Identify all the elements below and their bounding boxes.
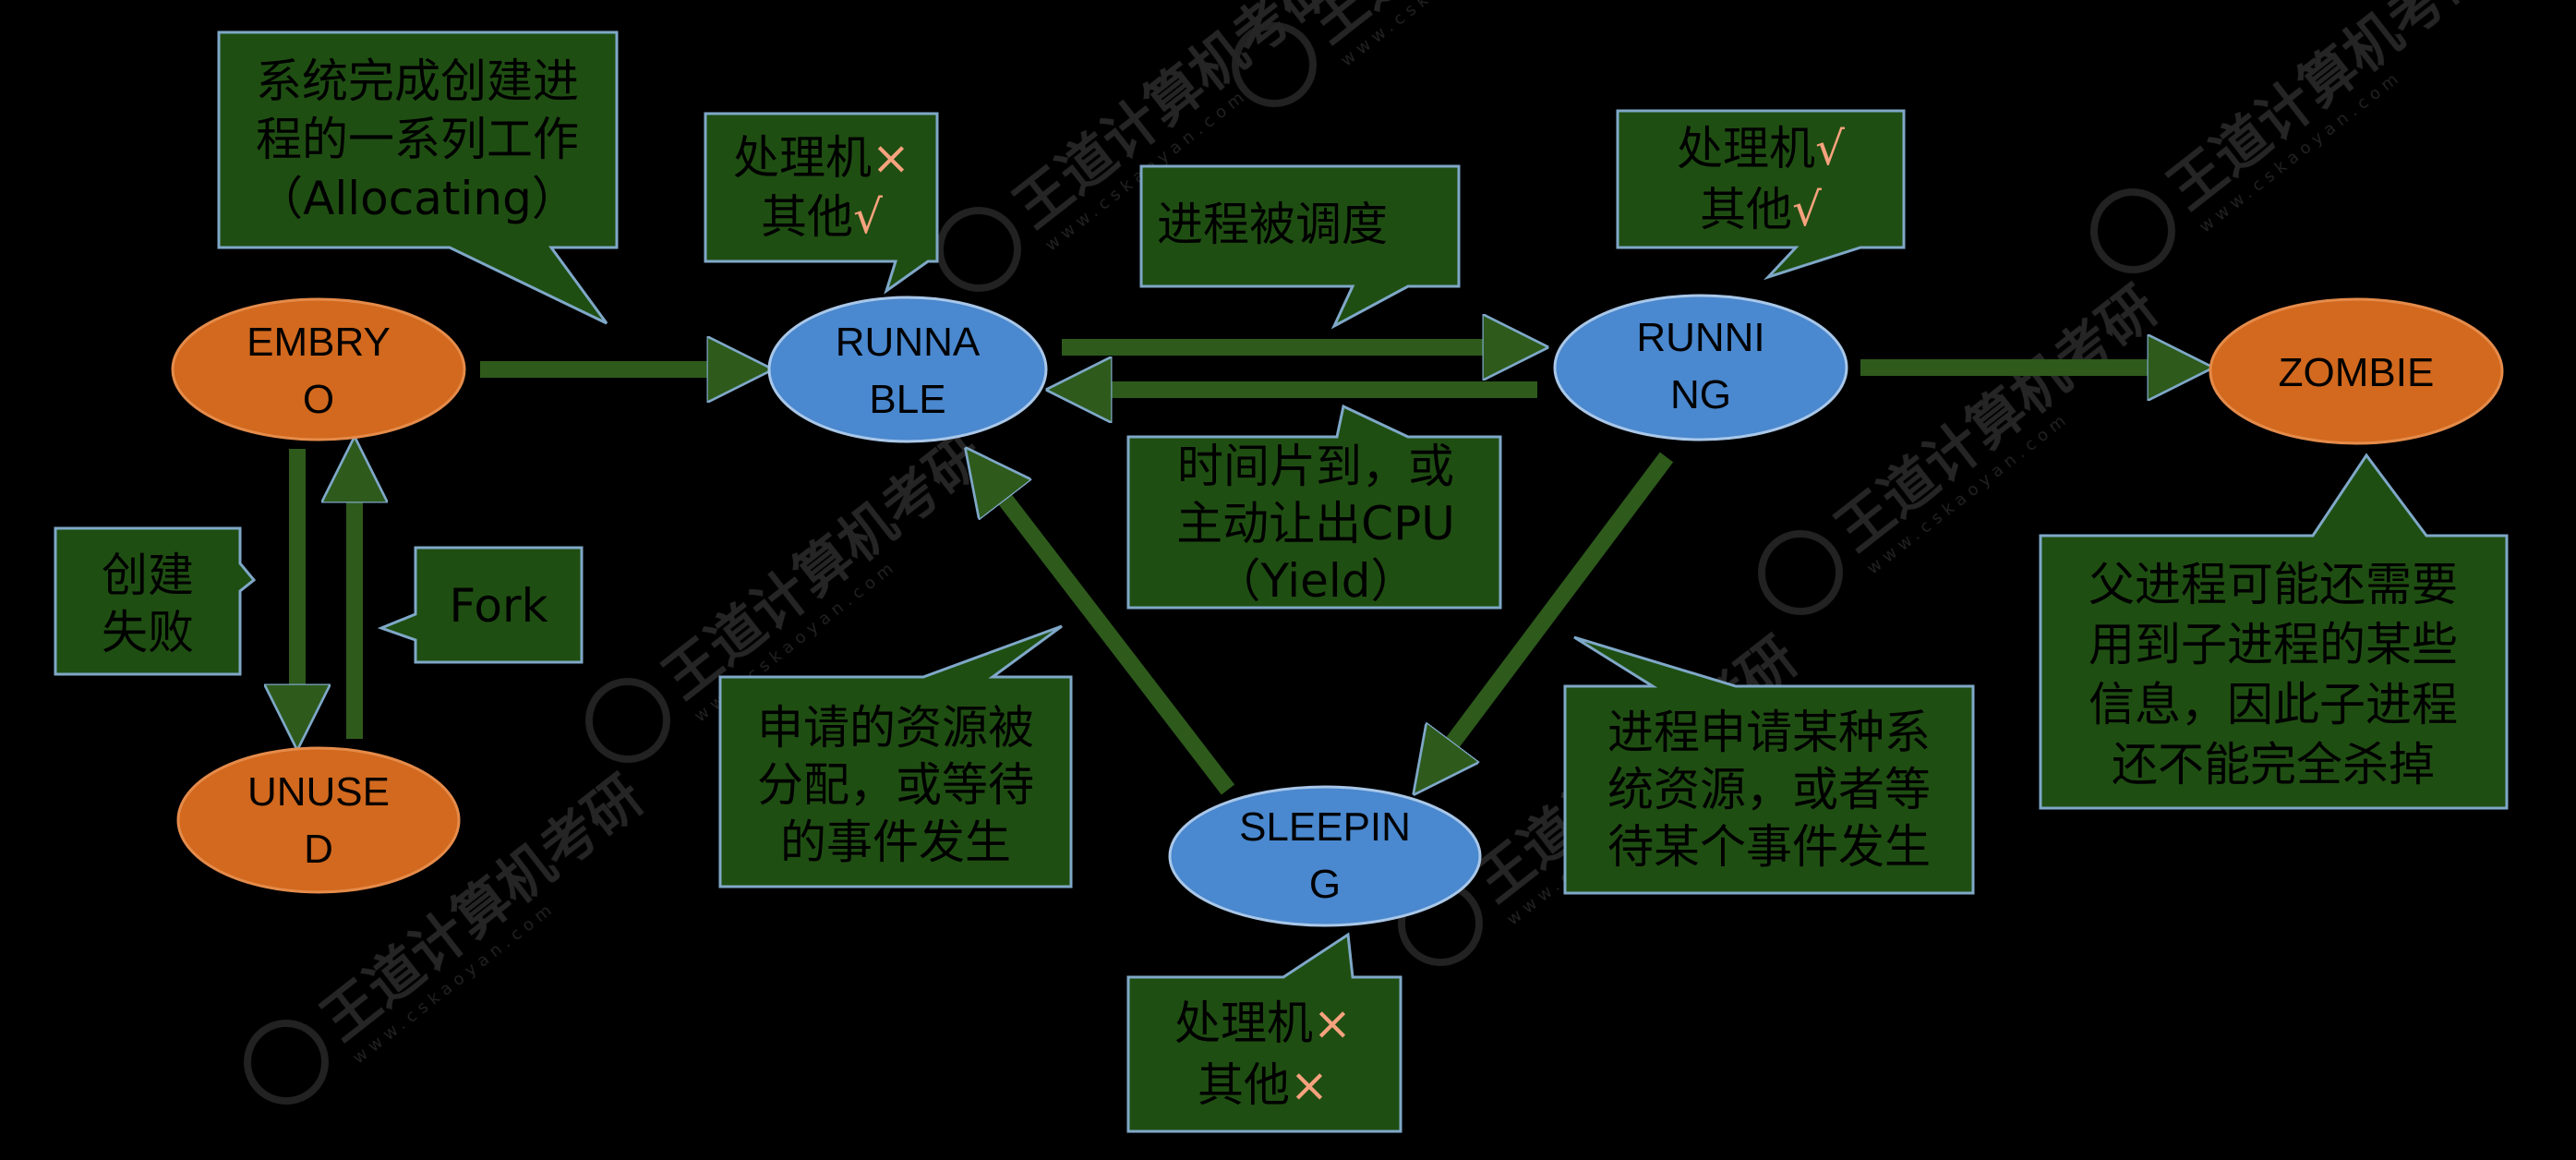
svg-text:的事件发生: 的事件发生 [780,816,1011,869]
svg-text:其他×: 其他× [1198,1058,1329,1112]
svg-text:处理机×: 处理机× [1174,997,1352,1050]
svg-text:SLEEPIN: SLEEPIN [1239,804,1411,850]
transition-arrows [297,347,2184,790]
callout-request-resource: 进程申请某种系 统资源，或者等 待某个事件发生 [1563,635,1975,895]
state-embryo: EMBRY O [171,297,466,441]
svg-text:O: O [303,377,334,422]
svg-text:信息，因此子进程: 信息，因此子进程 [2088,678,2458,731]
arrow-running-to-sleeping [1431,452,1674,771]
svg-text:用到子进程的某些: 用到子进程的某些 [2088,618,2458,671]
svg-text:其他√: 其他√ [1700,183,1822,236]
svg-text:创建: 创建 [102,549,194,602]
svg-text:进程被调度: 进程被调度 [1157,198,1388,251]
svg-text:处理机×: 处理机× [733,131,910,185]
svg-text:程的一系列工作: 程的一系列工作 [256,113,579,166]
svg-text:其他√: 其他√ [761,190,883,244]
callout-scheduled: 进程被调度 [1139,164,1461,330]
state-unused: UNUSE D [176,746,461,894]
callout-resource-allocated: 申请的资源被 分配，或等待 的事件发生 [718,624,1073,888]
svg-text:NG: NG [1670,372,1731,417]
svg-text:EMBRY: EMBRY [247,320,391,365]
svg-text:Fork: Fork [449,579,548,633]
svg-text:待某个事件发生: 待某个事件发生 [1607,820,1931,874]
svg-text:时间片到，或: 时间片到，或 [1177,440,1454,493]
svg-text:RUNNA: RUNNA [836,320,981,365]
svg-text:分配，或等待: 分配，或等待 [757,758,1034,812]
svg-text:G: G [1309,862,1341,907]
svg-text:处理机√: 处理机√ [1677,122,1845,175]
callout-allocating: 系统完成创建进 程的一系列工作 （Allocating） [217,30,619,325]
callout-yield: 时间片到，或 主动让出CPU （Yield） [1126,404,1502,610]
callout-fork: Fork [377,546,584,664]
svg-text:王道计算机考研: 王道计算机考研 [2157,0,2502,223]
arrow-sleeping-to-runnable [983,471,1235,795]
svg-text:ZOMBIE: ZOMBIE [2279,350,2435,395]
state-runnable: RUNNA BLE [767,296,1048,443]
callout-zombie-reason: 父进程可能还需要 用到子进程的某些 信息，因此子进程 还不能完全杀掉 [2039,453,2509,810]
svg-text:失败: 失败 [102,606,194,659]
svg-text:王道计算机考研: 王道计算机考研 [1824,274,2170,564]
svg-text:UNUSE: UNUSE [247,769,390,815]
svg-text:BLE: BLE [869,377,945,422]
svg-text:申请的资源被: 申请的资源被 [757,701,1034,755]
watermark-logo: 王道计算机考研 www.cskaoyan.com [2090,0,2502,273]
svg-text:统资源，或者等: 统资源，或者等 [1607,763,1931,816]
state-zombie: ZOMBIE [2209,297,2504,445]
svg-text:父进程可能还需要: 父进程可能还需要 [2088,558,2458,611]
svg-text:还不能完全杀掉: 还不能完全杀掉 [2112,738,2435,791]
svg-text:D: D [304,827,333,872]
state-running: RUNNI NG [1553,294,1848,441]
svg-text:主动让出CPU: 主动让出CPU [1176,497,1455,550]
svg-text:（Allocating）: （Allocating） [257,172,578,225]
callout-runnable-resources: 处理机× 其他√ [704,112,939,295]
svg-text:RUNNI: RUNNI [1636,315,1764,360]
svg-text:（Yield）: （Yield） [1214,554,1416,608]
callout-sleeping-resources: 处理机× 其他× [1126,932,1402,1133]
svg-text:进程申请某种系: 进程申请某种系 [1607,706,1931,759]
state-sleeping: SLEEPIN G [1168,785,1482,927]
callout-running-resources: 处理机√ 其他√ [1616,109,1906,281]
callout-create-failed: 创建 失败 [54,526,257,676]
svg-text:系统完成创建进: 系统完成创建进 [256,54,579,108]
